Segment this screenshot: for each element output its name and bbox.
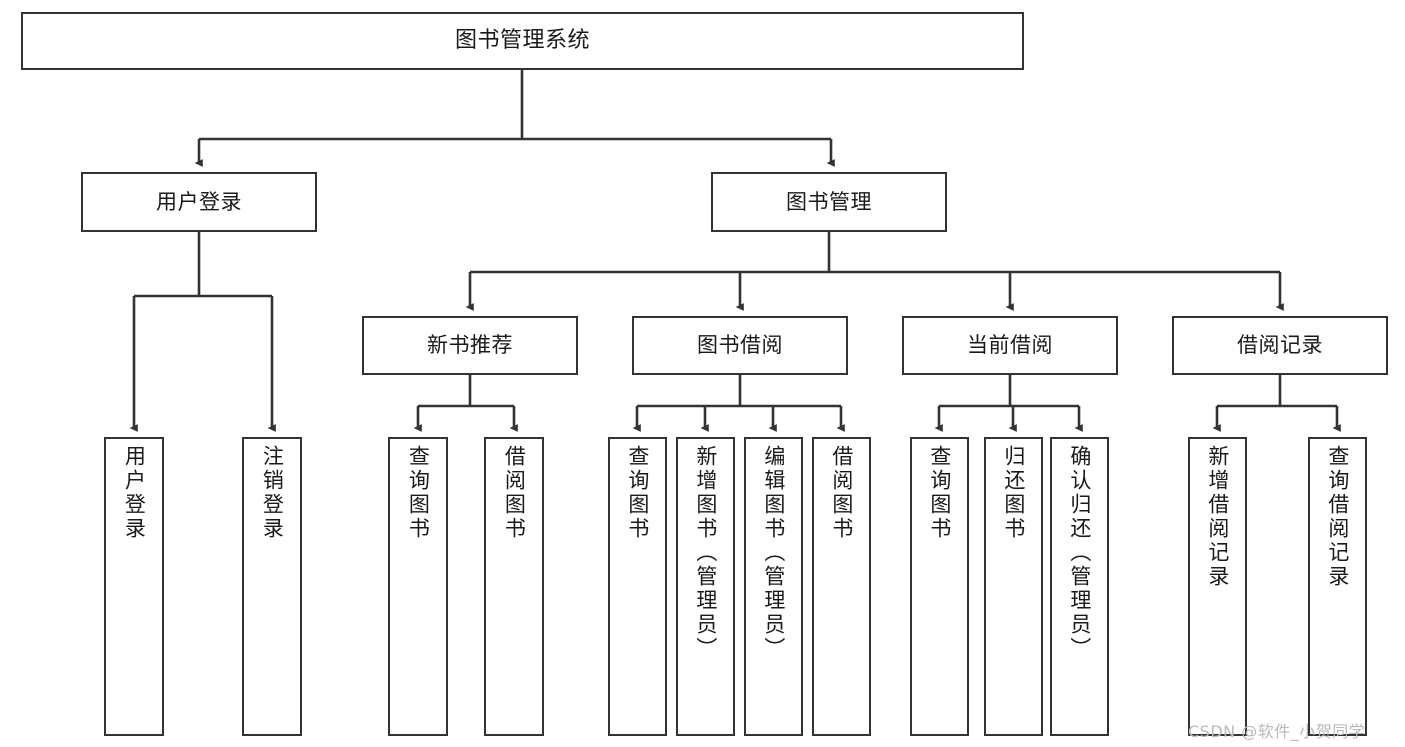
leaf-add-book-admin[interactable]: 新增图书（管理员） [676,437,735,736]
node-current-borrow-label: 当前借阅 [967,333,1053,358]
leaf-query-book-current[interactable]: 查询图书 [910,437,969,736]
leaf-borrow-book-label: 借阅图书 [829,445,854,541]
leaf-edit-book-admin-label: 编辑图书（管理员） [761,445,786,661]
node-new-book-recommend-label: 新书推荐 [427,333,513,358]
leaf-logout[interactable]: 注销登录 [242,437,302,736]
leaf-add-book-admin-label: 新增图书（管理员） [693,445,718,661]
leaf-user-login[interactable]: 用户登录 [104,437,164,736]
node-borrow-records-label: 借阅记录 [1237,333,1323,358]
node-borrow-records[interactable]: 借阅记录 [1172,316,1388,375]
node-book-borrow-label: 图书借阅 [697,333,783,358]
leaf-confirm-return-admin-label: 确认归还（管理员） [1067,445,1092,661]
leaf-query-book-label: 查询图书 [625,445,650,541]
leaf-query-book-recommend[interactable]: 查询图书 [388,437,448,736]
leaf-user-login-label: 用户登录 [122,445,147,541]
leaf-logout-label: 注销登录 [260,445,285,541]
node-book-management-label: 图书管理 [786,189,872,214]
node-root[interactable]: 图书管理系统 [21,12,1024,70]
node-root-label: 图书管理系统 [454,28,590,54]
watermark: CSDN @软件_小贺同学 [1188,722,1366,741]
leaf-query-book-current-label: 查询图书 [927,445,952,541]
node-new-book-recommend[interactable]: 新书推荐 [362,316,578,375]
node-user-login-label: 用户登录 [156,189,242,214]
leaf-borrow-book[interactable]: 借阅图书 [812,437,871,736]
leaf-query-borrow-record-label: 查询借阅记录 [1325,445,1350,589]
leaf-confirm-return-admin[interactable]: 确认归还（管理员） [1050,437,1109,736]
leaf-return-book-label: 归还图书 [1001,445,1026,541]
node-book-borrow[interactable]: 图书借阅 [632,316,848,375]
leaf-borrow-book-recommend-label: 借阅图书 [502,445,527,541]
leaf-query-book[interactable]: 查询图书 [608,437,667,736]
leaf-query-book-recommend-label: 查询图书 [406,445,431,541]
node-current-borrow[interactable]: 当前借阅 [902,316,1118,375]
leaf-borrow-book-recommend[interactable]: 借阅图书 [484,437,544,736]
node-book-management[interactable]: 图书管理 [711,172,947,232]
leaf-return-book[interactable]: 归还图书 [984,437,1043,736]
leaf-edit-book-admin[interactable]: 编辑图书（管理员） [744,437,803,736]
leaf-query-borrow-record[interactable]: 查询借阅记录 [1308,437,1367,736]
leaf-add-borrow-record-label: 新增借阅记录 [1205,445,1230,589]
leaf-add-borrow-record[interactable]: 新增借阅记录 [1188,437,1247,736]
node-user-login[interactable]: 用户登录 [81,172,317,232]
